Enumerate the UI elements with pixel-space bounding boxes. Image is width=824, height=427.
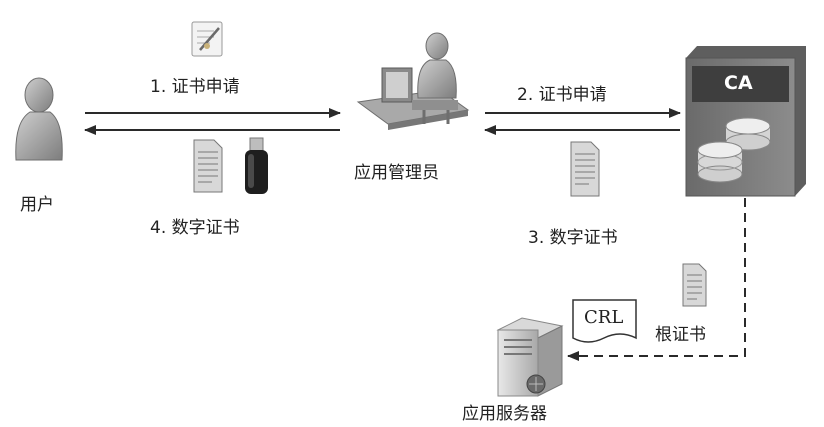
database-icon: [697, 117, 771, 183]
crl-document-shape: [572, 299, 637, 343]
request-form-icon: [191, 21, 223, 57]
node-label-user: 用户: [20, 195, 54, 215]
crl-label: CRL: [584, 307, 624, 328]
admin-icon: [356, 32, 470, 130]
ca-label: CA: [724, 72, 753, 94]
root-certificate-doc-icon: [682, 263, 707, 307]
edge-label-root-certificate: 根证书: [655, 325, 706, 345]
edge-label-ca-to-admin: 3. 数字证书: [528, 228, 618, 248]
node-label-server: 应用服务器: [462, 404, 547, 424]
usb-key-icon: [245, 137, 268, 194]
certificate-doc-icon-left: [193, 139, 223, 193]
edge-label-user-to-admin: 1. 证书申请: [150, 77, 240, 97]
edge-label-admin-to-ca: 2. 证书申请: [517, 85, 607, 105]
edge-label-admin-to-user: 4. 数字证书: [150, 218, 240, 238]
certificate-doc-icon-middle: [570, 141, 600, 197]
node-label-admin: 应用管理员: [354, 163, 439, 183]
server-icon: [496, 317, 564, 397]
dashed-arrow-ca-to-server: [567, 198, 746, 361]
user-icon: [15, 77, 63, 161]
ca-box: [685, 46, 806, 197]
